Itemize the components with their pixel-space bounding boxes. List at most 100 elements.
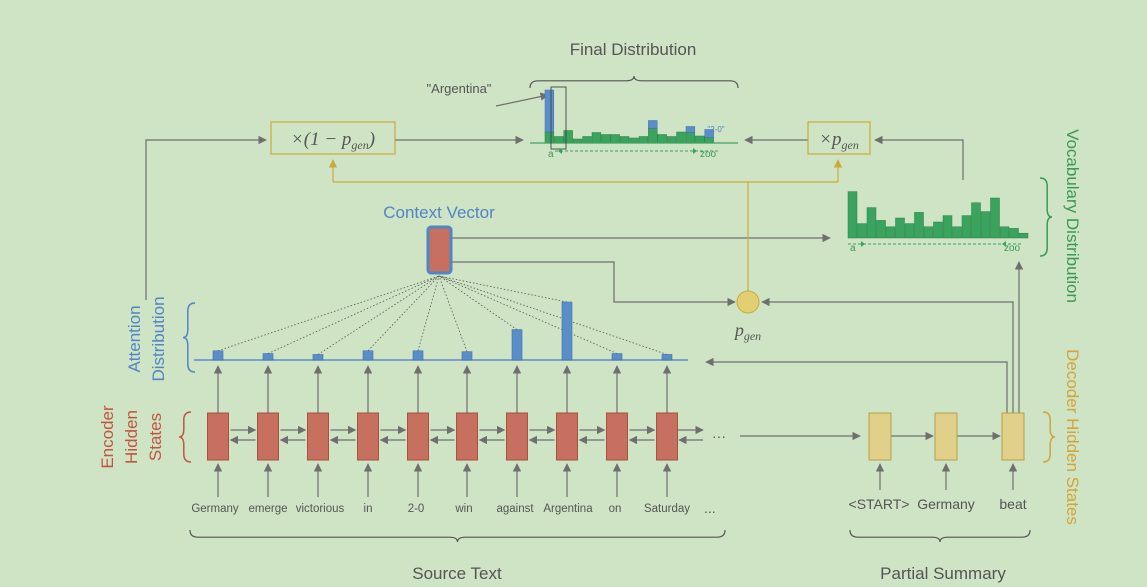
- vocab-bar: [980, 211, 991, 239]
- final-axis-left-arrowhead: [558, 148, 562, 154]
- mult-one-minus-pgen-box: [270, 121, 396, 155]
- argentina-callout: "Argentina": [427, 81, 492, 96]
- encoder-label-line3: States: [146, 413, 165, 461]
- encoder-hidden-state: [456, 412, 478, 461]
- vocab-bar: [990, 197, 1000, 239]
- final-blue-bar: [685, 126, 696, 133]
- encoder-hidden-state: [357, 412, 379, 461]
- final-green-bar: [582, 136, 592, 144]
- attention-to-left-mult-arrow: [145, 135, 267, 300]
- attention-bar: [412, 350, 424, 361]
- mult-pgen-label: ×pgen: [819, 129, 859, 152]
- attention-dotted-line: [438, 275, 618, 354]
- vocab-bar: [885, 226, 896, 239]
- decoder-to-pgen-arrow: [761, 297, 1014, 413]
- attention-dotted-line: [317, 275, 440, 355]
- source-token: victorious: [296, 503, 345, 515]
- attention-bar: [611, 353, 623, 361]
- vocab-bar: [933, 221, 943, 239]
- decoder-token: Germany: [917, 496, 975, 512]
- final-green-bar: [657, 134, 667, 144]
- connection-layer: [145, 92, 1024, 497]
- attention-bar: [212, 350, 224, 361]
- attention-label-line2: Distribution: [149, 296, 168, 381]
- source-ellipsis: ...: [704, 500, 716, 516]
- final-green-bar: [610, 134, 620, 144]
- pgen-node: [736, 290, 760, 314]
- right-curly-brace: [1039, 177, 1053, 257]
- attention-dotted-line: [217, 275, 440, 352]
- final-distribution-title: Final Distribution: [570, 40, 697, 59]
- source-token: 2-0: [408, 503, 425, 515]
- mult-one-minus-pgen-label: ×(1 − pgen): [291, 129, 375, 152]
- final-blue-bar: [704, 129, 714, 138]
- encoder-hidden-state: [407, 412, 429, 461]
- bottom-curly-brace: [849, 529, 1031, 543]
- encoder-hidden-state: [556, 412, 578, 461]
- encoder-hidden-state: [257, 412, 279, 461]
- source-text-label: Source Text: [412, 564, 502, 583]
- final-axis-right-arrowhead: [693, 148, 697, 154]
- final-green-bar: [648, 128, 658, 144]
- final-green-bar: [704, 137, 714, 144]
- mult-pgen-box: [807, 121, 871, 155]
- attention-dotted-line: [417, 275, 440, 351]
- vocab-bar: [1009, 228, 1019, 239]
- argentina-callout-arrow: [495, 92, 549, 107]
- final-axis-end: zoo: [700, 149, 717, 160]
- attention-label-line1: Attention: [125, 305, 144, 372]
- context-vector: [426, 225, 453, 275]
- attention-dotted-line: [438, 275, 518, 330]
- source-token: against: [496, 503, 534, 515]
- decoder-token: beat: [999, 496, 1026, 512]
- attention-bar: [561, 301, 573, 361]
- source-token: on: [609, 503, 622, 515]
- final-green-bar: [554, 136, 564, 144]
- encoder-hidden-state: [606, 412, 628, 461]
- source-token: Argentina: [543, 503, 593, 515]
- source-token: Saturday: [644, 503, 690, 515]
- left-curly-brace: [182, 302, 196, 373]
- vocab-bar: [923, 226, 934, 239]
- final-green-bar: [544, 131, 555, 144]
- decoder-to-attention-arrow: [705, 357, 1008, 413]
- final-blue-bar: [544, 89, 555, 133]
- vocab-bar: [904, 223, 915, 239]
- source-token: in: [364, 503, 373, 515]
- token-layer: Germany emerge victorious in 2-0 win against Ar…: [191, 496, 1026, 515]
- score-label: "2-0": [707, 125, 724, 134]
- vocab-bar: [895, 217, 905, 239]
- final-green-bar: [685, 132, 696, 144]
- vocab-bar: [961, 215, 972, 239]
- source-token: win: [454, 503, 472, 515]
- vocab-bar: [876, 220, 886, 239]
- attention-bar: [661, 354, 673, 361]
- source-token: Germany: [191, 503, 239, 515]
- bar-layer: [212, 86, 1029, 361]
- left-curly-brace: [178, 411, 192, 463]
- vocab-bar: [952, 226, 962, 239]
- attention-dotted-line: [438, 275, 668, 355]
- vocab-bar: [914, 212, 924, 239]
- vocab-axis-end: zoo: [1004, 243, 1021, 254]
- final-green-bar: [666, 136, 677, 144]
- attention-bar: [511, 329, 523, 361]
- final-green-bar: [695, 135, 705, 144]
- vocab-bar: [942, 215, 953, 239]
- decoder-hidden-state: [868, 412, 892, 461]
- decoder-token: <START>: [849, 496, 910, 512]
- decoder-hidden-states-label: Decoder Hidden States: [1063, 349, 1082, 525]
- bottom-curly-brace: [189, 529, 726, 543]
- context-to-pgen-arrow: [451, 261, 736, 307]
- final-green-bar: [601, 134, 611, 144]
- final-green-bar: [676, 131, 686, 144]
- final-axis-start: a: [548, 149, 554, 160]
- encoder-hidden-state: [656, 412, 678, 461]
- encoder-hidden-state: [307, 412, 329, 461]
- encoder-label-line1: Encoder: [98, 405, 117, 469]
- node-layer: [207, 412, 1025, 461]
- source-token: emerge: [249, 503, 288, 515]
- final-green-bar: [619, 136, 630, 144]
- final-green-bar: [638, 136, 649, 144]
